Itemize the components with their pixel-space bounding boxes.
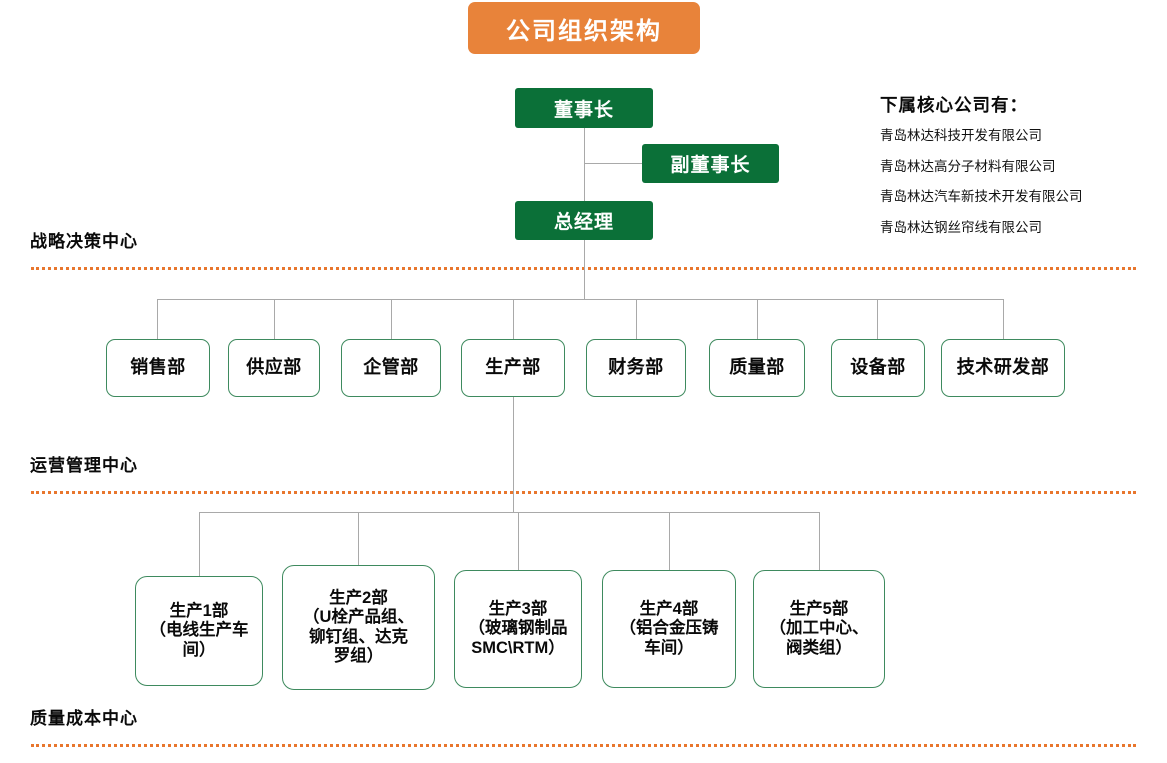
connector-dept-trunk: [157, 299, 1004, 300]
connector-drop-dept-2: [391, 299, 392, 340]
connector-spine-to-vice-chairman: [584, 163, 642, 164]
subsidiary-item: 青岛林达钢丝帘线有限公司: [880, 219, 1042, 235]
node-department-production[interactable]: 生产部: [461, 339, 565, 397]
connector-production-trunk: [199, 512, 819, 513]
subsidiary-item: 青岛林达科技开发有限公司: [880, 128, 1042, 143]
node-vice-chairman[interactable]: 副董事长: [642, 144, 779, 183]
subsidiary-item: 青岛林达汽车新技术开发有限公司: [880, 189, 1083, 204]
section-divider-1: [31, 267, 1136, 270]
connector-drop-dept-6: [877, 299, 878, 340]
connector-production-dept-to-trunk: [513, 397, 514, 512]
section-divider-3: [31, 744, 1136, 747]
node-department-supply[interactable]: 供应部: [228, 339, 320, 397]
connector-drop-dept-5: [757, 299, 758, 340]
node-department-enterprise-management[interactable]: 企管部: [341, 339, 441, 397]
connector-drop-dept-3: [513, 299, 514, 340]
node-department-sales[interactable]: 销售部: [106, 339, 210, 397]
section-label-operations-management-center: 运营管理中心: [30, 456, 138, 475]
node-production-unit-2[interactable]: 生产2部（U栓产品组、铆钉组、达克罗组）: [282, 565, 435, 690]
connector-drop-dept-4: [636, 299, 637, 340]
node-chairman[interactable]: 董事长: [515, 88, 653, 128]
connector-chairman-to-gm: [584, 128, 585, 201]
subsidiary-item: 青岛林达高分子材料有限公司: [880, 158, 1056, 174]
subsidiary-companies-panel: 下属核心公司有： 青岛林达科技开发有限公司 青岛林达高分子材料有限公司 青岛林达…: [880, 92, 1150, 251]
connector-drop-prod-3: [669, 512, 670, 572]
node-department-technology-rd[interactable]: 技术研发部: [941, 339, 1065, 397]
node-production-unit-1[interactable]: 生产1部（电线生产车间）: [135, 576, 263, 686]
node-production-unit-5[interactable]: 生产5部（加工中心、阀类组）: [753, 570, 885, 688]
section-divider-2: [31, 491, 1136, 494]
node-general-manager[interactable]: 总经理: [515, 201, 653, 240]
connector-drop-dept-7: [1003, 299, 1004, 340]
connector-drop-prod-4: [819, 512, 820, 572]
connector-drop-prod-2: [518, 512, 519, 572]
connector-drop-prod-1: [358, 512, 359, 567]
node-production-unit-4[interactable]: 生产4部（铝合金压铸车间）: [602, 570, 736, 688]
connector-drop-dept-0: [157, 299, 158, 340]
connector-gm-to-dept-trunk: [584, 240, 585, 299]
node-department-equipment[interactable]: 设备部: [831, 339, 925, 397]
section-label-strategic-decision-center: 战略决策中心: [30, 232, 138, 251]
node-department-quality[interactable]: 质量部: [709, 339, 805, 397]
connector-drop-prod-0: [199, 512, 200, 578]
page-title: 公司组织架构: [468, 2, 700, 54]
section-label-quality-cost-center: 质量成本中心: [30, 709, 138, 728]
node-department-finance[interactable]: 财务部: [586, 339, 686, 397]
subsidiary-list-heading: 下属核心公司有：: [880, 95, 1028, 115]
connector-drop-dept-1: [274, 299, 275, 340]
